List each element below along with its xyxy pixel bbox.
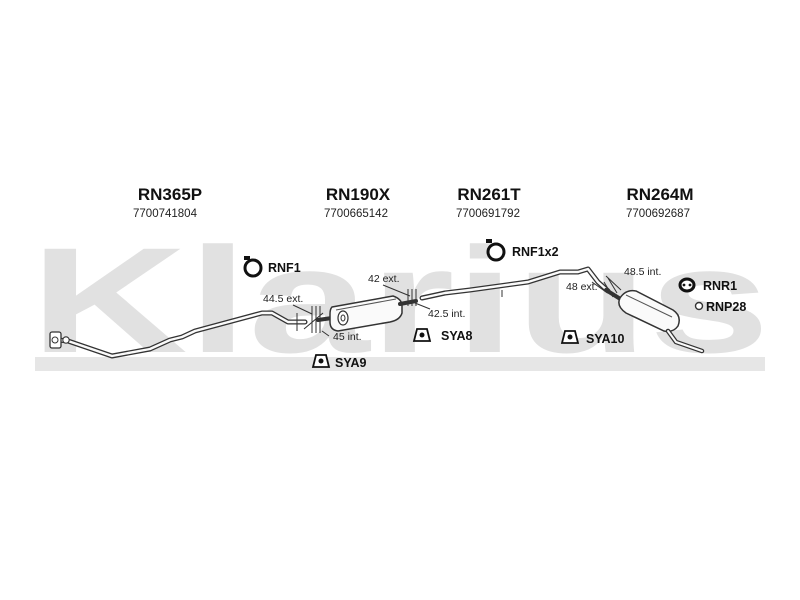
front-pipe: [49, 310, 308, 359]
part-number-rn190x: 7700665142: [324, 208, 388, 220]
accessory-label-sya9: SYA9: [335, 356, 367, 370]
part-number-rn365p: 7700741804: [133, 208, 198, 220]
part-number-rn261t: 7700691792: [456, 208, 520, 220]
dimension-label: 48 ext.: [566, 281, 598, 293]
accessory-label-sya8: SYA8: [441, 329, 473, 343]
dimension-label: 42.5 int.: [428, 308, 465, 320]
part-code-rn190x: RN190X: [326, 185, 391, 204]
accessory-label-rnp28: RNP28: [706, 300, 746, 314]
rear-silencer: [604, 288, 705, 354]
middle-silencer: [316, 295, 418, 332]
centre-pipe: [419, 266, 611, 301]
mounting-bracket-icon: [560, 330, 580, 344]
clamp-ring-icon: [486, 239, 506, 262]
joint-2: [382, 284, 431, 310]
clamp-ring-icon: [243, 256, 263, 278]
accessory-label-rnf1: RNF1: [268, 261, 301, 275]
rubber-hanger-icon: [678, 277, 696, 293]
accessory-label-rnr1: RNR1: [703, 279, 737, 293]
joint-1: [292, 304, 330, 337]
dimension-label: 44.5 ext.: [263, 293, 303, 305]
dimension-label: 45 int.: [333, 331, 362, 343]
dimension-label: 48.5 int.: [624, 266, 661, 278]
mounting-bracket-icon: [412, 328, 432, 342]
part-number-rn264m: 7700692687: [626, 208, 690, 220]
part-code-rn264m: RN264M: [626, 185, 693, 204]
watermark-band: [35, 357, 765, 371]
part-code-rn365p: RN365P: [138, 185, 202, 204]
accessory-label-sya10: SYA10: [586, 332, 625, 346]
small-ring-icon: [694, 301, 704, 311]
mounting-bracket-icon: [311, 354, 331, 368]
accessory-label-rnf1x2: RNF1x2: [512, 245, 559, 259]
dimension-label: 42 ext.: [368, 273, 400, 285]
part-code-rn261t: RN261T: [457, 185, 521, 204]
